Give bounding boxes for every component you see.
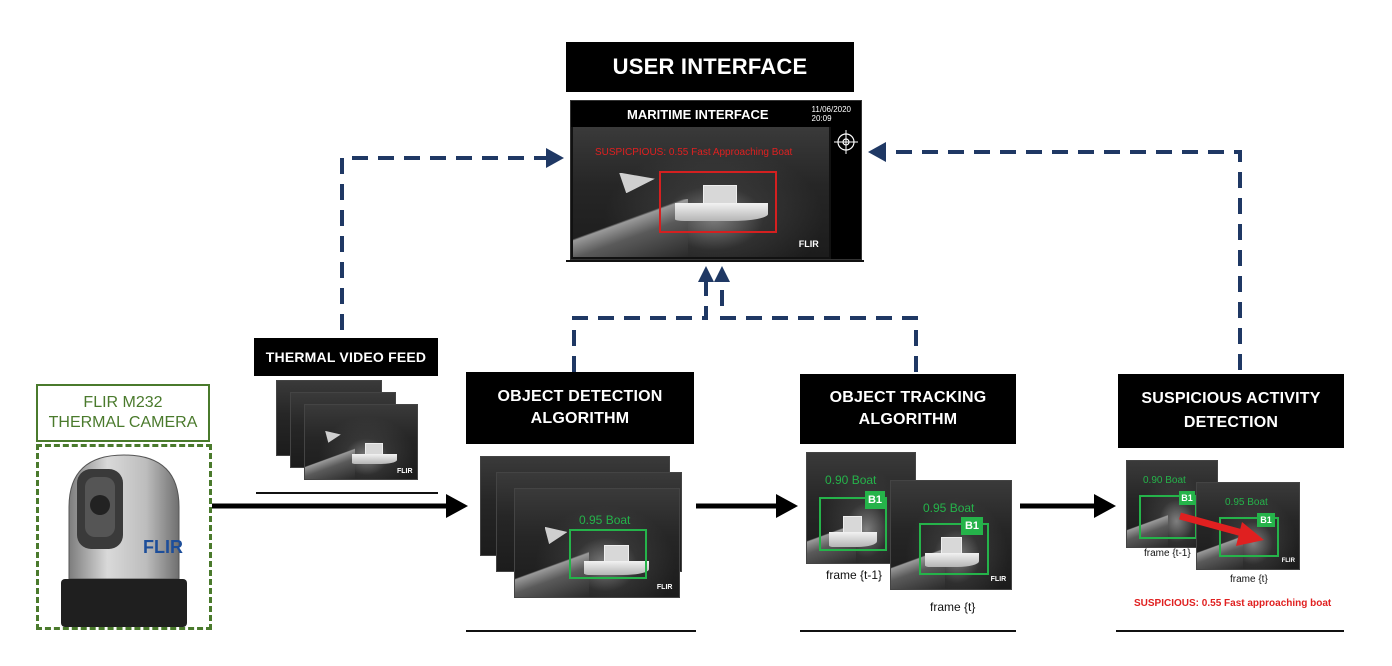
detection-bounding-box	[569, 529, 647, 579]
feed-frame-3: FLIR	[304, 404, 418, 480]
camera-image-frame: FLIR	[36, 444, 212, 630]
feedback-arrowheads	[546, 142, 886, 282]
detection-ui-arrowhead	[698, 266, 714, 282]
suspicious-detection-title-line2: DETECTION	[1183, 414, 1279, 431]
maritime-interface-window-title: MARITIME INTERFACE	[627, 106, 769, 122]
arrowhead-detection-to-tracking	[776, 494, 798, 518]
boat-shape	[675, 182, 768, 221]
suspicious-bounding-box	[659, 171, 777, 233]
suspicious-prev-label: 0.90 Boat	[1143, 475, 1186, 486]
object-detection-title: OBJECT DETECTION ALGORITHM	[466, 372, 694, 444]
suspicious-to-ui-arrowhead	[868, 142, 886, 162]
suspicious-alert-text: SUSPICIOUS: 0.55 Fast approaching boat	[1134, 598, 1332, 609]
boat-shape	[924, 535, 979, 568]
maritime-interface-header: MARITIME INTERFACE 11/06/2020 20:09	[571, 101, 861, 127]
flag-shape	[325, 430, 341, 443]
detection-label: 0.95 Boat	[579, 513, 631, 527]
pipeline-arrows	[212, 494, 1116, 518]
maritime-video-view: SUSPICPIOUS: 0.55 Fast Approaching Boat …	[573, 127, 829, 257]
tracking-to-ui-arrow	[720, 282, 918, 372]
thermal-feed-title: THERMAL VIDEO FEED	[254, 338, 438, 376]
flir-logo: FLIR	[990, 575, 1007, 583]
tracking-ui-arrowhead	[714, 266, 730, 282]
arrowhead-tracking-to-suspicious	[1094, 494, 1116, 518]
suspicious-prev-caption: frame {t-1}	[1144, 548, 1191, 559]
flir-logo: FLIR	[798, 239, 819, 250]
motion-arrow	[1179, 512, 1247, 538]
camera-label-line2: THERMAL CAMERA	[48, 414, 198, 431]
feed-underline	[256, 492, 438, 494]
ui-underline	[566, 260, 864, 262]
tracking-frame-curr: 0.95 Boat B1 FLIR	[890, 480, 1012, 590]
tracking-curr-badge: B1	[961, 517, 983, 535]
datetime-readout: 11/06/2020 20:09	[812, 105, 851, 123]
suspicious-curr-label: 0.95 Boat	[1225, 497, 1268, 508]
feedback-arrows	[340, 150, 1242, 372]
suspicious-curr-caption: frame {t}	[1230, 574, 1268, 585]
arrowhead-camera-to-detection	[446, 494, 468, 518]
tracking-prev-box	[819, 497, 887, 551]
feed-to-ui-arrow	[340, 156, 548, 330]
boat-shape	[583, 543, 650, 576]
flir-logo: FLIR	[396, 467, 413, 475]
tracking-prev-badge: B1	[865, 491, 885, 509]
date-text: 11/06/2020	[811, 105, 851, 114]
crosshair-icon[interactable]	[833, 129, 859, 155]
suspicious-underline	[1116, 630, 1344, 632]
detection-underline	[466, 630, 696, 632]
detection-to-ui-arrow	[572, 282, 708, 372]
user-interface-title-text: USER INTERFACE	[612, 54, 808, 79]
boat-shape	[352, 442, 397, 465]
tracking-curr-box	[919, 523, 989, 575]
tracking-curr-caption: frame {t}	[930, 600, 976, 614]
suspicious-prev-badge: B1	[1179, 491, 1195, 505]
object-detection-title-line1: OBJECT DETECTION	[497, 388, 663, 405]
object-tracking-title: OBJECT TRACKING ALGORITHM	[800, 374, 1016, 444]
boat-shape	[828, 514, 878, 547]
object-tracking-title-line2: ALGORITHM	[858, 411, 958, 428]
tracking-prev-caption: frame {t-1}	[826, 568, 883, 582]
user-interface-title: USER INTERFACE	[566, 42, 854, 92]
tracking-prev-label: 0.90 Boat	[825, 473, 877, 487]
flir-logo: FLIR	[656, 583, 673, 591]
thermal-feed-title-text: THERMAL VIDEO FEED	[265, 349, 427, 365]
object-detection-title-line2: ALGORITHM	[530, 410, 630, 427]
tracking-underline	[800, 630, 1016, 632]
camera-flir-logo: FLIR	[143, 537, 183, 557]
motion-arrowhead	[1236, 522, 1264, 546]
suspicious-curr-box	[1219, 517, 1279, 557]
camera-label-line1: FLIR M232	[83, 394, 163, 411]
suspicious-detection-title-line1: SUSPICIOUS ACTIVITY	[1141, 390, 1321, 407]
suspicious-curr-badge: B1	[1257, 513, 1275, 527]
ui-side-panel	[831, 127, 861, 259]
time-text: 20:09	[811, 114, 832, 123]
suspicious-detection-title: SUSPICIOUS ACTIVITY DETECTION	[1118, 374, 1344, 448]
feed-to-ui-arrowhead	[546, 148, 564, 168]
tracking-curr-label: 0.95 Boat	[923, 501, 975, 515]
camera-label-box: FLIR M232 THERMAL CAMERA	[36, 384, 210, 442]
flir-logo: FLIR	[1281, 557, 1295, 564]
suspicious-to-ui-arrow	[884, 150, 1242, 370]
maritime-interface-window: MARITIME INTERFACE 11/06/2020 20:09 SUSP…	[570, 100, 862, 260]
object-tracking-title-line1: OBJECT TRACKING	[829, 389, 987, 406]
ui-alert-text: SUSPICPIOUS: 0.55 Fast Approaching Boat	[595, 147, 793, 158]
thermal-camera-icon: FLIR	[61, 454, 187, 627]
detection-frame-3: 0.95 Boat FLIR	[514, 488, 680, 598]
tracking-frame-prev: 0.90 Boat B1	[806, 452, 916, 564]
